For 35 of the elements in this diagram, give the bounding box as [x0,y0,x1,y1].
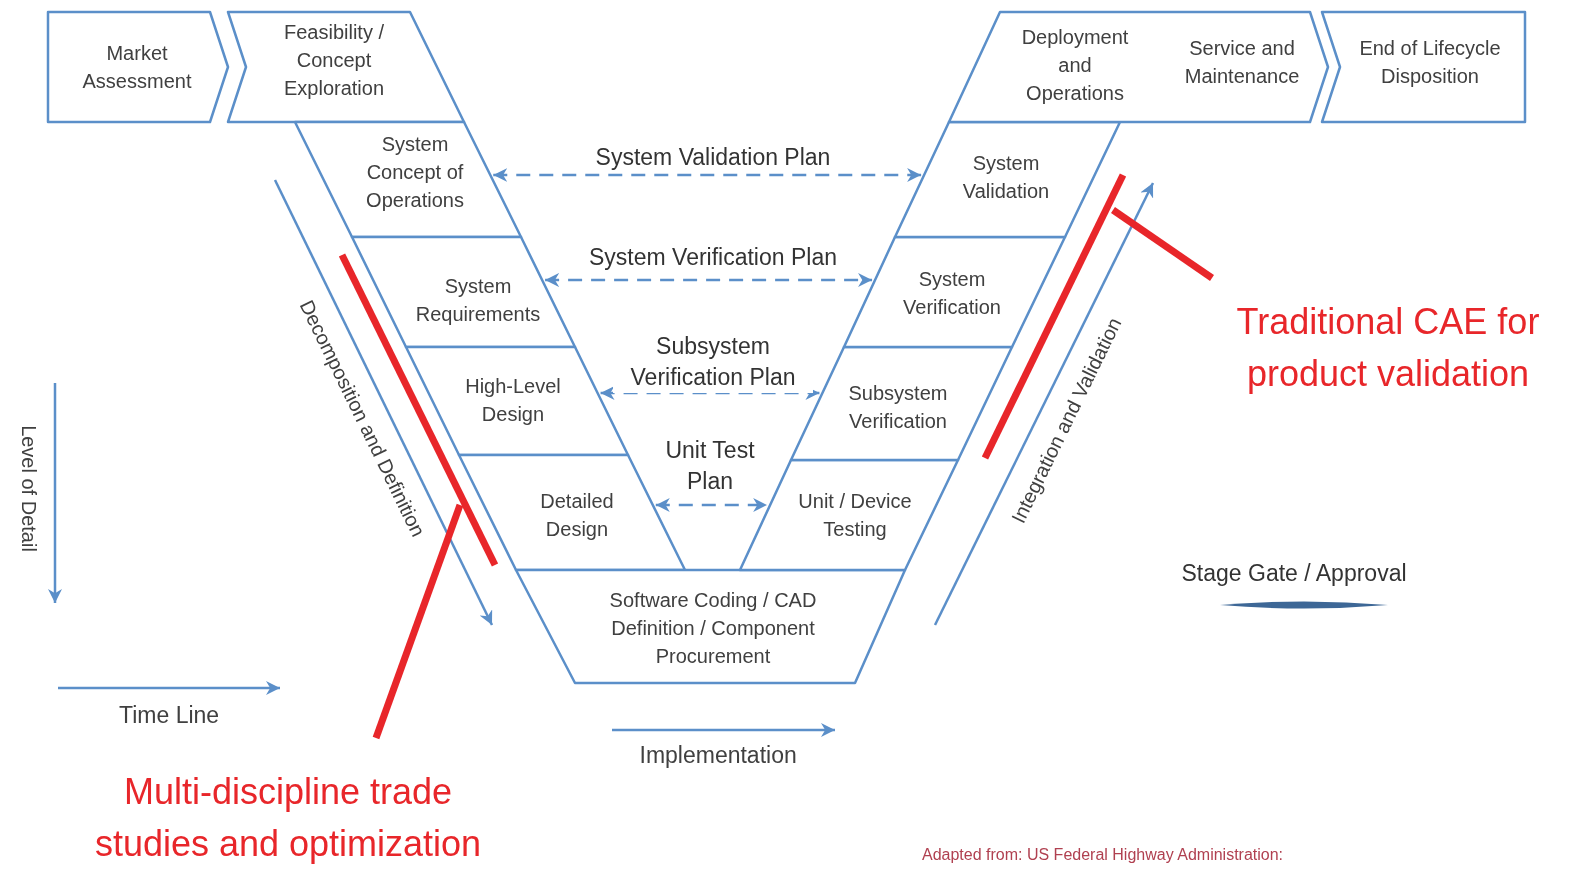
stage-label: Detailed Design [539,489,615,542]
stage-label: Subsystem Verification [847,381,949,434]
stage-box [842,235,1067,349]
stage-label: Software Coding / CAD Definition / Component Procurement [608,588,818,669]
callout-text: Multi-discipline trade studies and optimization [93,770,483,866]
source-note: Adapted from: US Federal Highway Administration: [922,846,1284,864]
dashed-arrow [600,386,820,400]
axis-label: Level of Detail [16,424,41,552]
stage-label: Market Assessment [81,41,193,94]
stage-box [1320,10,1527,124]
stage-box [293,120,523,239]
dashed-arrow [545,273,873,287]
stage-box [46,10,230,124]
stage-box [404,345,630,457]
stage-label: System Verification [902,267,1002,320]
stage-box [514,568,907,685]
stage-label: System Requirements [414,274,542,327]
stage-label: Unit / Device Testing [797,489,913,542]
axis-label: Implementation [639,740,797,770]
stage-label: High-Level Design [464,374,562,427]
stage-label: Feasibility / Concept Exploration [282,20,386,101]
stage-box [947,10,1330,124]
axis-label: Time Line [119,700,220,730]
stage-label: System Concept of Operations [365,132,465,213]
legend-label: Stage Gate / Approval [1181,559,1407,587]
dashed-arrow [655,498,768,512]
stage-box [738,458,960,572]
stage-label: Deployment and Operations [1020,25,1130,106]
stage-box [893,120,1122,239]
callout-text: Traditional CAE for product validation [1235,300,1541,396]
stage-label: Service and Maintenance [1183,36,1301,89]
stage-box [226,10,466,124]
dashed-arrow [493,168,922,182]
stage-label: System Validation [961,151,1051,204]
stage-label: End of Lifecycle Disposition [1358,36,1502,89]
